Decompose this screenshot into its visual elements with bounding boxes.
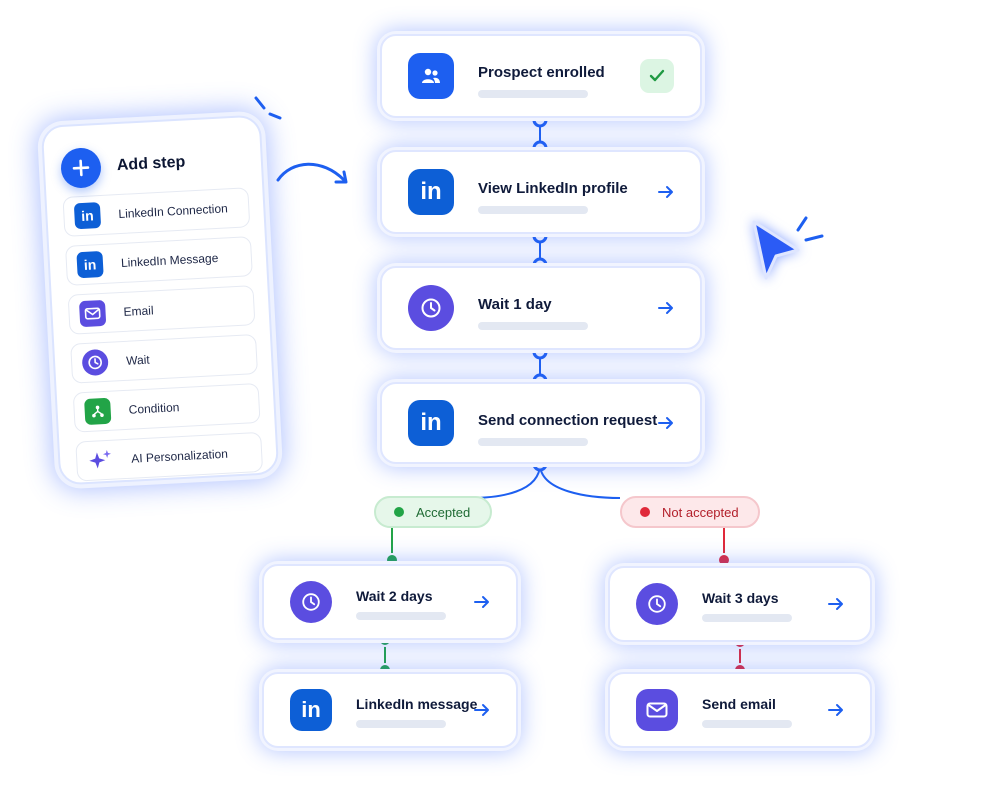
arrow-right-icon[interactable] <box>472 700 492 720</box>
step-option-label: Email <box>123 303 154 319</box>
arrow-right-icon[interactable] <box>656 298 676 318</box>
step-option-label: Condition <box>128 400 180 417</box>
step-title: Wait 1 day <box>478 296 552 313</box>
step-title: Send connection request <box>478 412 658 429</box>
mail-icon <box>78 299 107 328</box>
sparkle-icon <box>87 447 114 474</box>
step-title: Wait 2 days <box>356 588 433 604</box>
step-option-condition[interactable]: Condition <box>72 382 261 433</box>
step-send-connection-request[interactable]: in Send connection request <box>380 382 702 464</box>
step-option-email[interactable]: Email <box>67 285 256 335</box>
arrow-right-icon[interactable] <box>472 592 492 612</box>
step-send-email[interactable]: Send email <box>608 672 872 748</box>
status-dot <box>640 507 650 517</box>
arrow-right-icon[interactable] <box>826 594 846 614</box>
spark-lines-icon <box>254 96 282 120</box>
clock-icon <box>408 285 454 331</box>
connector-node-rejected <box>717 553 731 567</box>
linkedin-icon: in <box>73 202 102 230</box>
step-option-label: Wait <box>125 352 151 368</box>
branch-icon <box>84 397 112 426</box>
branch-label-text: Not accepted <box>662 504 739 520</box>
branch-label-text: Accepted <box>416 504 471 520</box>
step-option-wait[interactable]: Wait <box>70 334 259 384</box>
curved-arrow-icon <box>276 162 348 184</box>
placeholder-bar <box>478 206 588 214</box>
step-option-label: LinkedIn Message <box>120 250 219 270</box>
step-option-linkedin-connection[interactable]: in LinkedIn Connection <box>62 187 251 237</box>
arrow-right-icon[interactable] <box>656 413 676 433</box>
placeholder-bar <box>356 720 446 728</box>
branch-connector-accepted <box>469 463 541 499</box>
clock-icon <box>636 583 678 625</box>
placeholder-bar <box>356 612 446 620</box>
placeholder-bar <box>478 90 588 98</box>
linkedin-icon: in <box>408 400 454 446</box>
step-title: Prospect enrolled <box>478 64 605 81</box>
arrow-right-icon[interactable] <box>656 182 676 202</box>
step-title: View LinkedIn profile <box>478 180 628 197</box>
placeholder-bar <box>478 322 588 330</box>
clock-icon <box>290 581 332 623</box>
placeholder-bar <box>478 438 588 446</box>
step-option-ai-personalization[interactable]: AI Personalization <box>75 431 264 482</box>
linkedin-icon: in <box>76 250 104 279</box>
step-view-linkedin-profile[interactable]: in View LinkedIn profile <box>380 150 702 234</box>
step-wait-2-days[interactable]: Wait 2 days <box>262 564 518 640</box>
step-wait-3-days[interactable]: Wait 3 days <box>608 566 872 642</box>
step-prospect-enrolled[interactable]: Prospect enrolled <box>380 34 702 118</box>
arrow-right-icon[interactable] <box>826 700 846 720</box>
step-option-label: AI Personalization <box>130 446 229 466</box>
step-wait-1-day[interactable]: Wait 1 day <box>380 266 702 350</box>
check-icon <box>640 59 674 93</box>
add-step-button[interactable] <box>59 146 103 189</box>
clock-icon <box>81 348 109 377</box>
linkedin-icon: in <box>408 169 454 215</box>
add-step-header: Add step <box>59 137 248 191</box>
step-option-linkedin-message[interactable]: in LinkedIn Message <box>65 236 253 286</box>
users-icon <box>408 53 454 99</box>
step-title: Wait 3 days <box>702 590 779 606</box>
step-title: Send email <box>702 696 776 712</box>
add-step-title: Add step <box>116 153 186 175</box>
add-step-panel: Add step in LinkedIn Connection in Linke… <box>40 114 280 486</box>
status-dot <box>394 507 404 517</box>
plus-icon <box>72 159 90 177</box>
linkedin-icon: in <box>290 689 332 731</box>
mail-icon <box>636 689 678 731</box>
step-linkedin-message[interactable]: in LinkedIn message <box>262 672 518 748</box>
step-title: LinkedIn message <box>356 696 478 712</box>
branch-label-not-accepted[interactable]: Not accepted <box>620 496 760 528</box>
placeholder-bar <box>702 720 792 728</box>
step-option-label: LinkedIn Connection <box>118 201 229 222</box>
cursor-pointer-icon <box>752 216 824 280</box>
placeholder-bar <box>702 614 792 622</box>
branch-connector-rejected <box>539 463 621 499</box>
branch-label-accepted[interactable]: Accepted <box>374 496 492 528</box>
